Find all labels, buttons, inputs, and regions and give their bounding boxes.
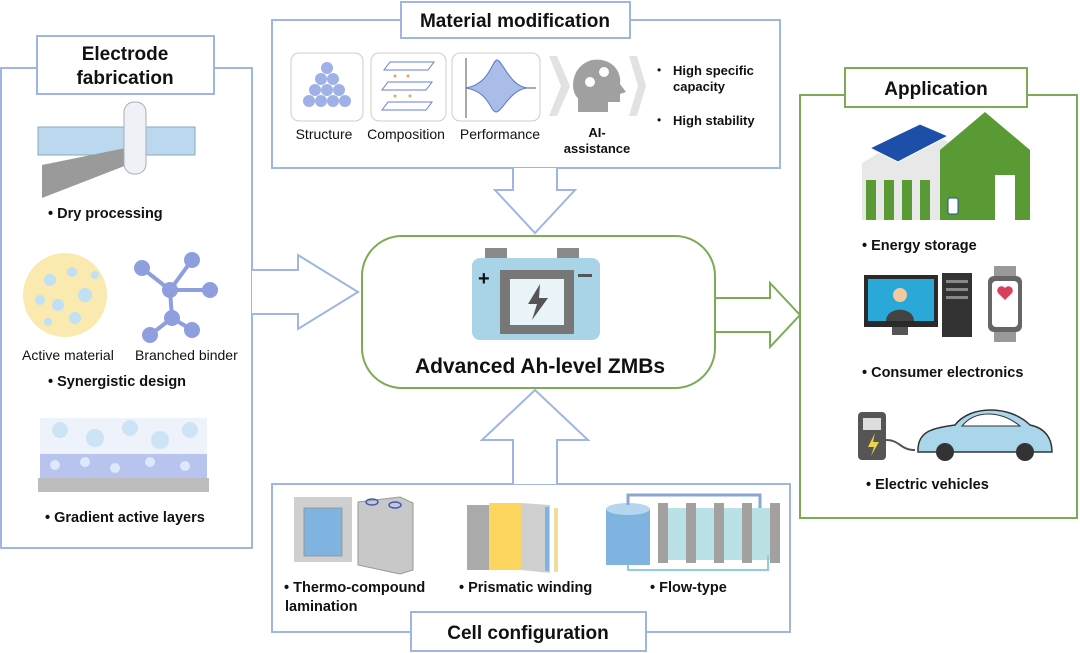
thermo-compound-label-2: lamination [285,599,358,615]
battery-icon: + [472,248,600,340]
active-material-label: Active material [22,347,114,363]
top-arrow [492,168,578,235]
performance-cv-illustration [451,52,541,122]
application-title-box [844,67,1028,108]
branched-binder-illustration [134,252,218,343]
composition-label: Composition [367,126,445,142]
structure-illustration [290,52,364,122]
gradient-layers-label: • Gradient active layers [45,510,205,526]
composition-illustration [370,52,447,122]
center-title: Advanced Ah-level ZMBs [415,355,665,378]
left-arrow [252,253,360,331]
material-title-box [400,1,631,39]
consumer-electronics-label: • Consumer electronics [862,365,1023,381]
bullet-1-mark: • [657,63,661,77]
energy-storage-house-illustration [862,112,1030,220]
performance-label: Performance [460,126,540,142]
chevron-arrow-1 [549,56,570,116]
high-specific-capacity-2: capacity [673,79,726,94]
electrode-title-2: fabrication [76,68,173,89]
ai-label-1: AI- [588,125,605,140]
svg-text:+: + [478,268,490,290]
bullet-2-mark: • [657,113,661,127]
cell-title-box [410,611,647,652]
right-arrow [714,280,802,350]
synergistic-design-label: • Synergistic design [48,374,186,390]
high-stability: High stability [673,113,755,128]
energy-storage-label: • Energy storage [862,238,977,254]
active-material-illustration [23,253,107,337]
prismatic-winding-label: • Prismatic winding [459,580,592,596]
electrode-title-box [36,35,215,95]
material-title: Material modification [420,11,610,32]
application-title: Application [884,79,987,100]
high-specific-capacity-1: High specific [673,63,754,78]
thermo-compound-label-1: • Thermo-compound [284,580,425,596]
bottom-arrow [479,388,591,484]
flow-cell-illustration [606,493,780,571]
pouch-cell-illustration [294,496,414,575]
branched-binder-label: Branched binder [135,347,238,363]
dry-processing-label: • Dry processing [48,206,163,222]
prismatic-cell-illustration [467,503,558,573]
gradient-layers-illustration [38,418,209,492]
ai-label-2: assistance [564,141,631,156]
cell-title: Cell configuration [447,623,609,644]
electric-vehicle-illustration [858,409,1053,461]
structure-label: Structure [296,126,353,142]
chevron-arrow-2 [629,56,646,116]
electrode-title-1: Electrode [82,44,169,65]
dry-processing-illustration [37,101,196,198]
electric-vehicles-label: • Electric vehicles [866,477,989,493]
ai-head-icon [573,59,626,112]
flow-type-label: • Flow-type [650,580,727,596]
consumer-electronics-illustration [864,266,1022,342]
